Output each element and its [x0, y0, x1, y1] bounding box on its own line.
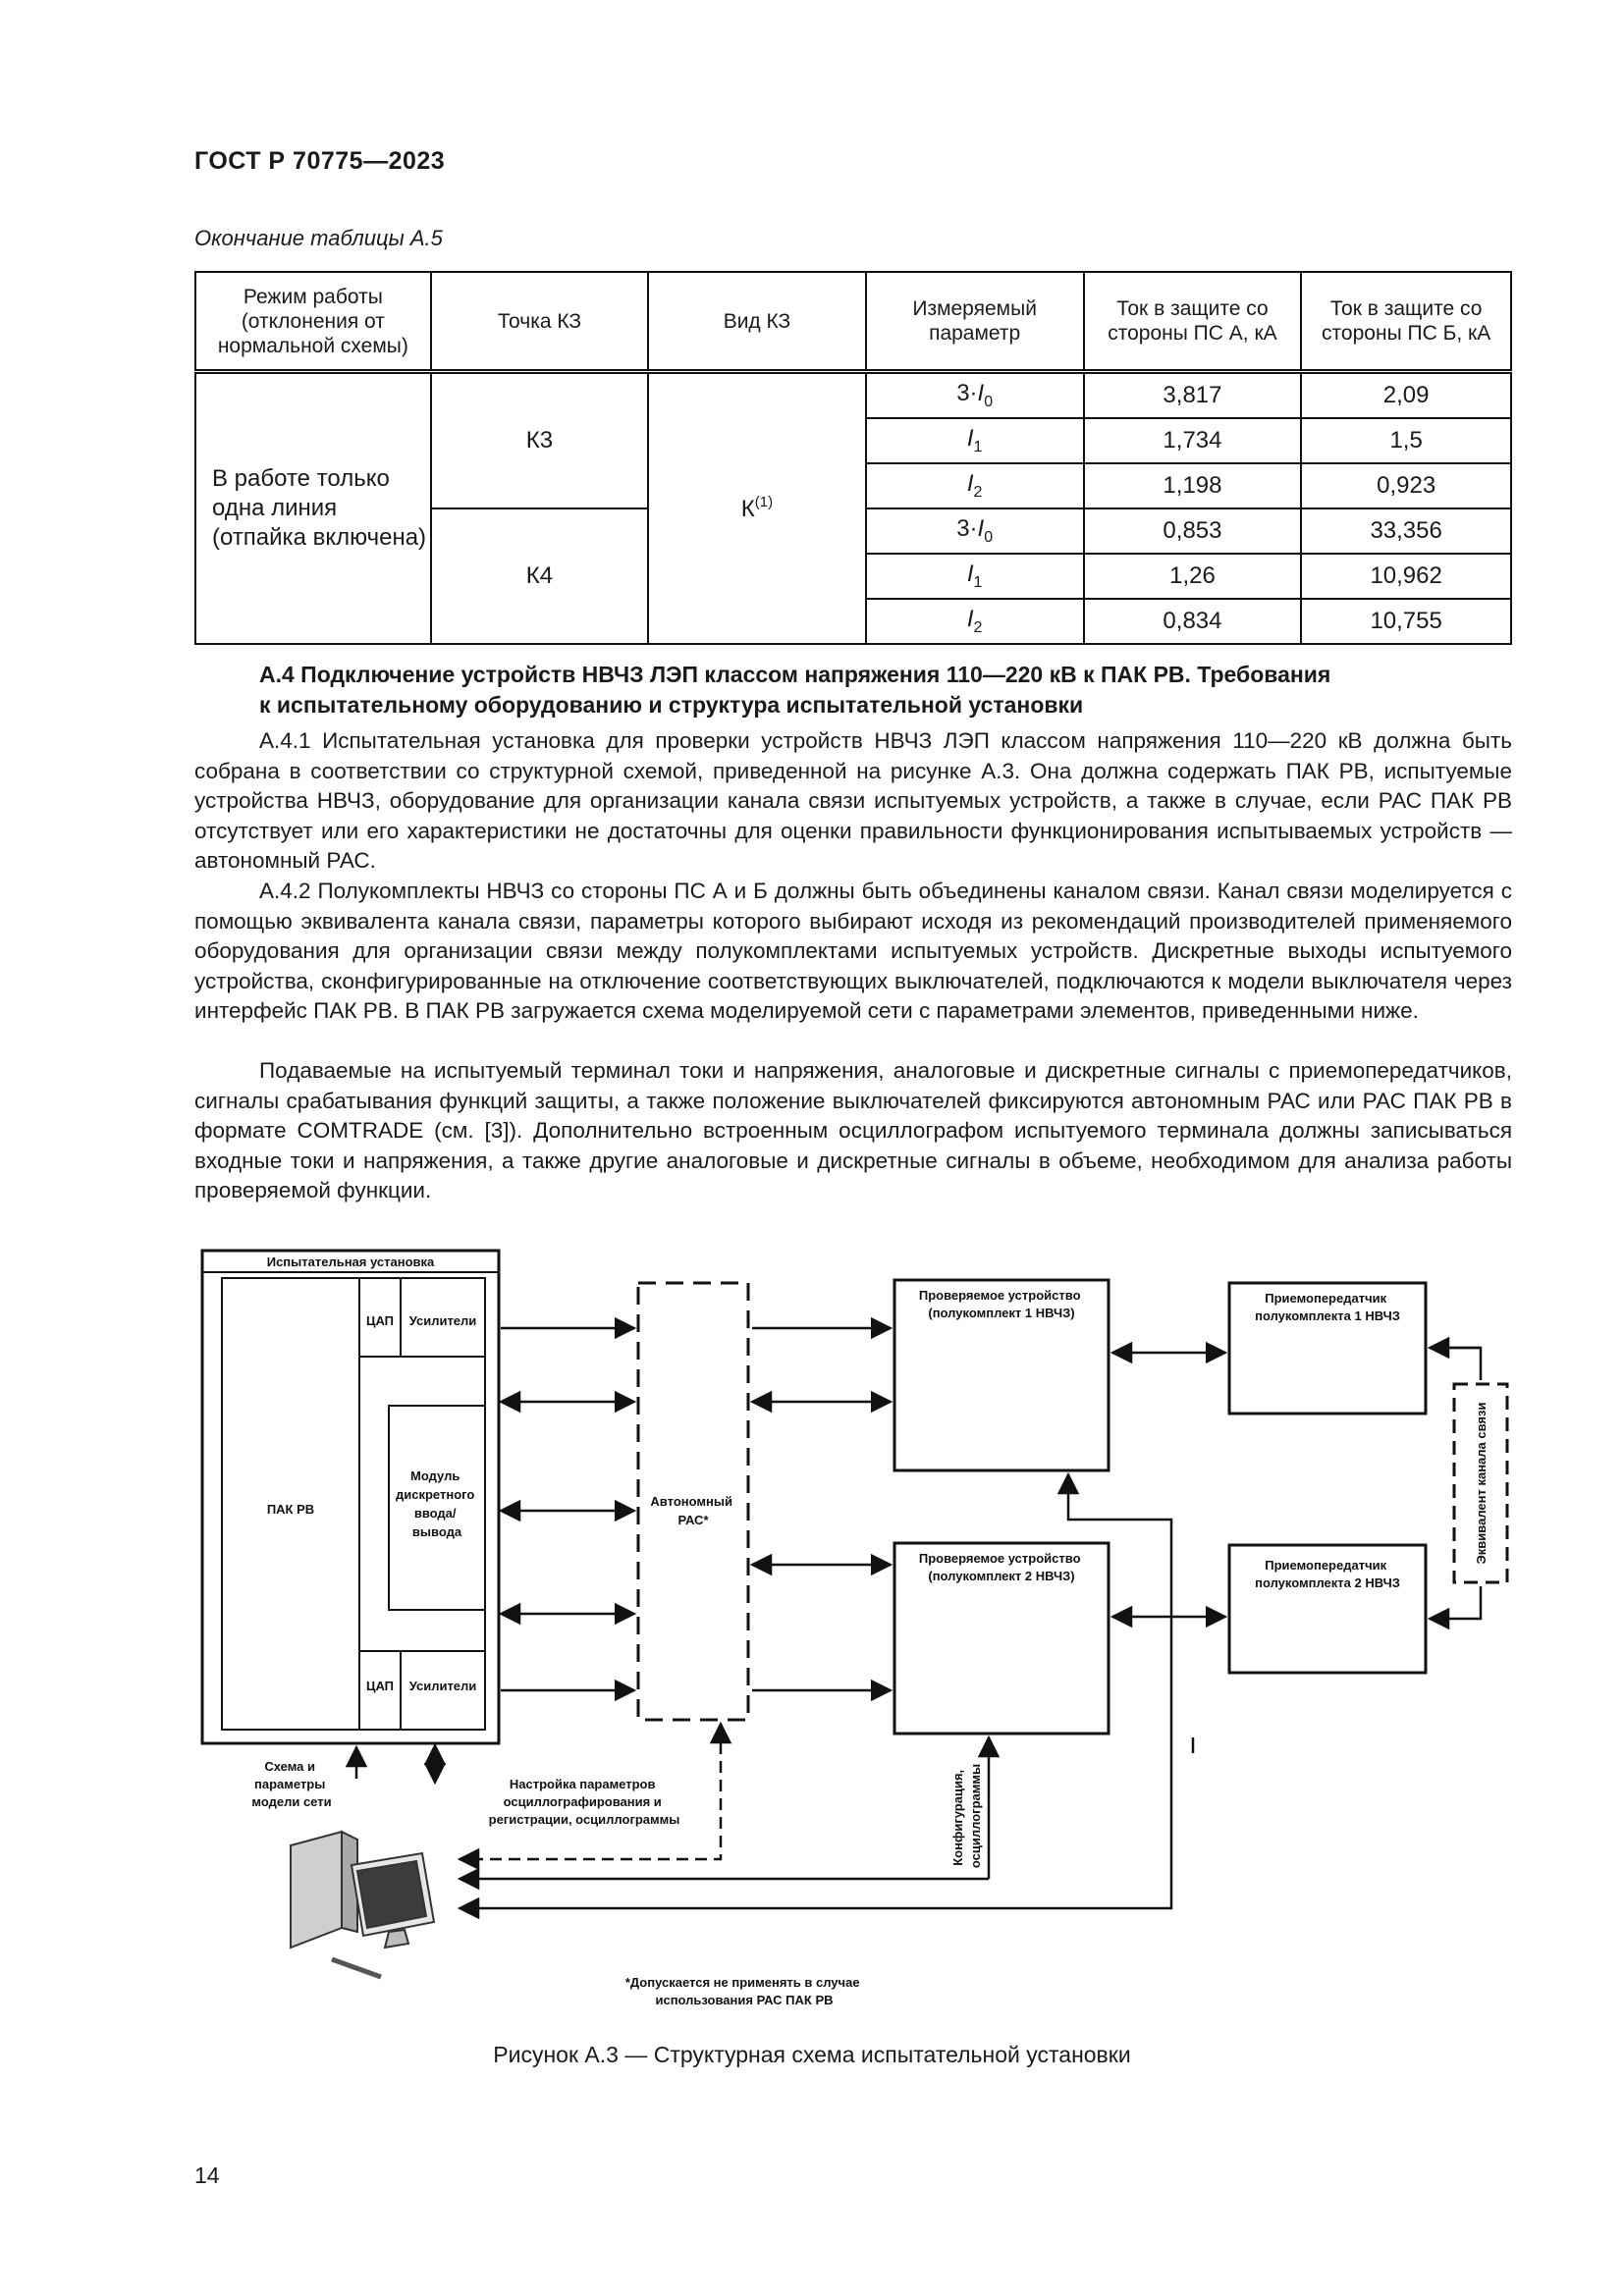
param-subscript: 2 — [973, 619, 983, 636]
kz-type-cell: К(1) — [647, 370, 867, 645]
device2-block: Проверяемое устройство (полукомплект 2 Н… — [893, 1541, 1110, 1735]
network-model-label: Схема и параметры модели сети — [251, 1759, 331, 1809]
table-row: I2 1,198 0,923 — [195, 462, 1512, 509]
page-number: 14 — [194, 2163, 220, 2188]
autonomous-ras-block: Автономный РАС* — [636, 1281, 750, 1722]
channel-equivalent-block: Эквивалент канала связи — [1452, 1382, 1509, 1584]
device1-block: Проверяемое устройство (полукомплект 1 Н… — [893, 1278, 1110, 1472]
mode-cell: В работе только одна линия (отпайка вклю… — [194, 370, 432, 645]
param-subscript: 1 — [973, 574, 983, 591]
structural-diagram: Испытательная установка ПАК РВ ЦАП Усили… — [200, 1249, 1509, 2006]
table-row: В работе только одна линия (отпайка вклю… — [194, 370, 1512, 645]
header-mode: Режим работы (отклонения от нормальной с… — [194, 271, 432, 373]
param-cell: I1 — [864, 417, 1085, 464]
value-b-cell: 10,962 — [1300, 553, 1512, 600]
param-cell: I2 — [864, 598, 1085, 645]
value-a-cell: 0,853 — [1082, 507, 1303, 555]
dac-label-bottom: ЦАП — [366, 1679, 394, 1693]
param-subscript: 1 — [973, 439, 983, 455]
param-cell: I1 — [864, 553, 1085, 600]
value-b-cell: 0,923 — [1300, 462, 1512, 509]
value-a-cell: 1,734 — [1082, 417, 1303, 464]
param-prefix: 3· — [956, 515, 978, 542]
results-table: Режим работы (отклонения от нормальной с… — [194, 271, 1512, 645]
test-setup-title: Испытательная установка — [267, 1255, 435, 1269]
kz-type-letter: К — [740, 496, 755, 522]
param-cell: I2 — [864, 462, 1085, 509]
table-row: I2 0,834 10,755 — [195, 598, 1512, 645]
channel-equivalent-label: Эквивалент канала связи — [1474, 1403, 1489, 1565]
figure-caption: Рисунок А.3 — Структурная схема испытате… — [493, 2042, 1131, 2067]
value-b-cell: 2,09 — [1300, 370, 1512, 419]
test-setup-block: Испытательная установка ПАК РВ ЦАП Усили… — [200, 1249, 501, 1745]
param-symbol: I — [966, 561, 974, 587]
param-cell: 3·I0 — [864, 507, 1085, 555]
value-b-cell: 33,356 — [1300, 507, 1512, 555]
paragraph-recording: Подаваемые на испытуемый терминал токи и… — [194, 1058, 1512, 1202]
document-code: ГОСТ Р 70775—2023 — [194, 147, 446, 175]
param-symbol: I — [977, 515, 985, 542]
param-subscript: 0 — [984, 529, 994, 546]
amplifiers-label-bottom: Усилители — [409, 1679, 477, 1693]
section-heading-line2: к испытательному оборудованию и структур… — [259, 692, 1084, 718]
header-point: Точка КЗ — [429, 271, 650, 373]
header-type: Вид КЗ — [647, 271, 867, 373]
param-symbol: I — [966, 606, 974, 632]
value-a-cell: 1,198 — [1082, 462, 1303, 509]
paragraph-a42: А.4.2 Полукомплекты НВЧЗ со стороны ПС А… — [194, 879, 1512, 1023]
osc-settings-label: Настройка параметров осциллографирования… — [489, 1777, 680, 1827]
discrete-module-label: Модуль дискретного ввода/ вывода — [396, 1468, 478, 1539]
param-symbol: I — [966, 425, 974, 452]
config-osc-label: Конфигурация, осциллограммы — [950, 1764, 983, 1868]
autonomous-ras-label: Автономный РАС* — [650, 1494, 735, 1527]
table-row: I1 1,734 1,5 — [195, 417, 1512, 464]
value-a-cell: 1,26 — [1082, 553, 1303, 600]
transceiver1-label: Приемопередатчик полукомплекта 1 НВЧЗ — [1255, 1291, 1400, 1323]
value-b-cell: 10,755 — [1300, 598, 1512, 645]
param-subscript: 0 — [984, 394, 994, 410]
device2-label: Проверяемое устройство (полукомплект 2 Н… — [919, 1551, 1084, 1583]
param-symbol: I — [966, 470, 974, 497]
dashed-connection — [460, 1724, 723, 1861]
figure-footnote: *Допускается не применять в случае испол… — [625, 1975, 863, 2006]
table-header-row: Режим работы (отклонения от нормальной с… — [194, 271, 1512, 373]
point-cell: К4 — [429, 507, 650, 645]
header-current-a: Ток в защите со стороны ПС А, кА — [1082, 271, 1303, 373]
param-symbol: I — [977, 380, 985, 406]
connection-arrows — [345, 1316, 1483, 1920]
table-caption: Окончание таблицы А.5 — [194, 226, 443, 250]
value-b-cell: 1,5 — [1300, 417, 1512, 464]
section-heading: А.4 Подключение устройств НВЧЗ ЛЭП класс… — [259, 660, 1477, 721]
header-param: Измеряемый параметр — [864, 271, 1085, 373]
value-a-cell: 3,817 — [1082, 370, 1303, 419]
device1-label: Проверяемое устройство (полукомплект 1 Н… — [919, 1288, 1084, 1320]
transceiver2-block: Приемопередатчик полукомплекта 2 НВЧЗ — [1227, 1543, 1428, 1675]
header-current-b: Ток в защите со стороны ПС Б, кА — [1300, 271, 1512, 373]
point-cell: К3 — [429, 370, 650, 509]
dac-label-top: ЦАП — [366, 1313, 394, 1328]
paragraph-a41: А.4.1 Испытательная установка для провер… — [194, 728, 1512, 873]
transceiver1-block: Приемопередатчик полукомплекта 1 НВЧЗ — [1227, 1281, 1428, 1415]
computer-icon — [290, 1830, 436, 1980]
table-row: К4 3·I0 0,853 33,356 — [195, 507, 1512, 645]
amplifiers-label-top: Усилители — [409, 1313, 477, 1328]
kz-type-superscript: (1) — [754, 494, 774, 510]
pak-rv-label: ПАК РВ — [267, 1502, 314, 1517]
param-prefix: 3· — [956, 380, 978, 406]
table-row: I1 1,26 10,962 — [195, 553, 1512, 600]
transceiver2-label: Приемопередатчик полукомплекта 2 НВЧЗ — [1255, 1558, 1400, 1590]
section-heading-line1: А.4 Подключение устройств НВЧЗ ЛЭП класс… — [259, 662, 1331, 687]
param-subscript: 2 — [973, 484, 983, 501]
param-cell: 3·I0 — [864, 370, 1085, 419]
value-a-cell: 0,834 — [1082, 598, 1303, 645]
